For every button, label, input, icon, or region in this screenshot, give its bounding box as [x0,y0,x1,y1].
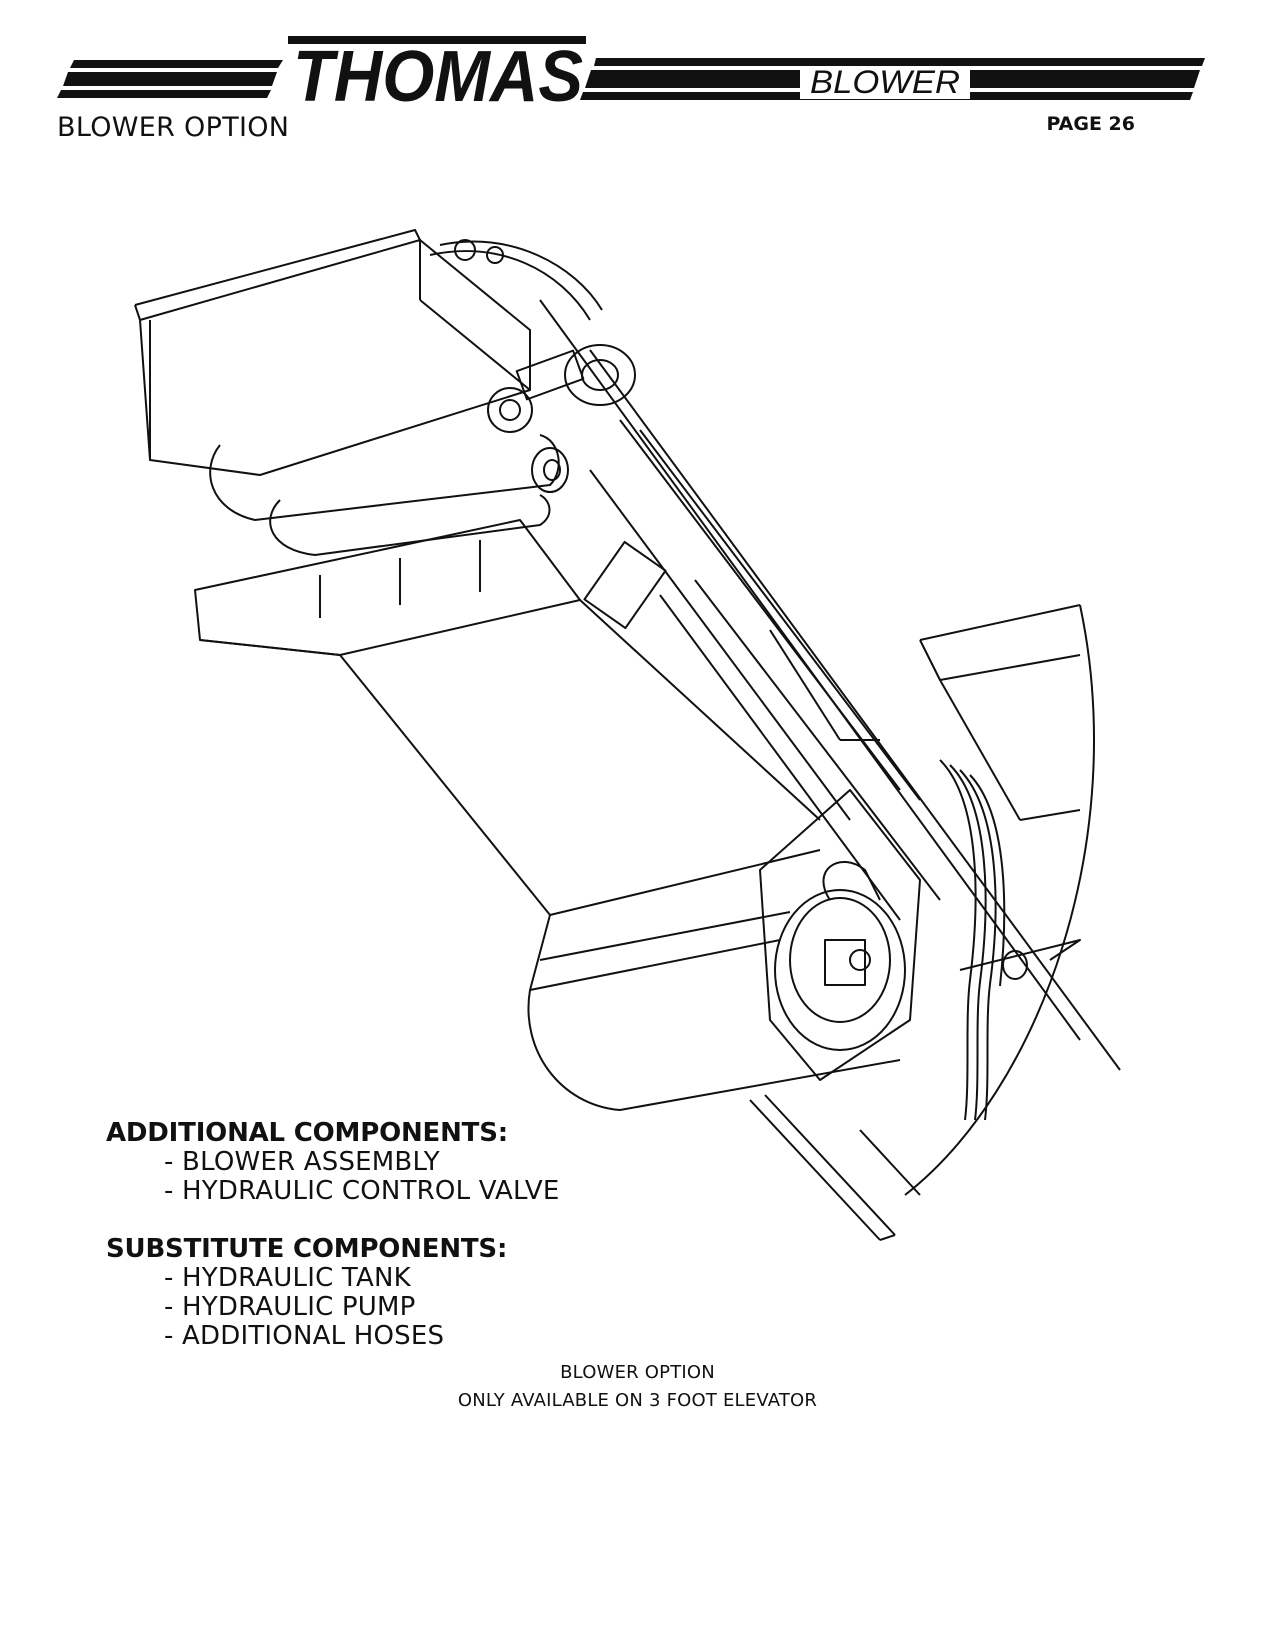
page-number: PAGE 26 [1046,113,1135,135]
additional-components-title: ADDITIONAL COMPONENTS: [106,1118,508,1148]
substitute-components: SUBSTITUTE COMPONENTS: - HYDRAULIC TANK … [106,1234,559,1351]
hopper-box [134,229,531,476]
hydraulic-motor [429,239,636,433]
caption-line-1: BLOWER OPTION [560,1362,715,1383]
logo-top-bar [288,36,586,44]
blower-assembly-illustration [134,229,1121,1241]
section-title: BLOWER OPTION [57,112,290,143]
discharge-chute [194,519,821,916]
elevator-frame [539,299,1121,1071]
lower-drum-housing [527,889,906,1111]
additional-components: ADDITIONAL COMPONENTS: - BLOWER ASSEMBLY… [106,1118,559,1206]
figure-caption: BLOWER OPTION ONLY AVAILABLE ON 3 FOOT E… [0,1359,1275,1415]
product-tag: BLOWER [810,64,960,100]
blower-unit [759,789,921,1081]
right-side-frame [919,604,1081,980]
substitute-components-title: SUBSTITUTE COMPONENTS: [106,1234,508,1264]
header-banner: THOMAS BLOWER [57,36,1205,117]
list-item: - HYDRAULIC CONTROL VALVE [164,1176,560,1206]
list-item: - ADDITIONAL HOSES [164,1321,445,1351]
list-item: - HYDRAULIC PUMP [164,1292,416,1322]
component-lists: ADDITIONAL COMPONENTS: - BLOWER ASSEMBLY… [106,1118,559,1379]
right-speed-stripes [580,58,1205,100]
hydraulic-hoses [939,759,1006,1121]
left-speed-stripes [57,60,283,98]
list-item: - HYDRAULIC TANK [164,1263,411,1293]
caption-line-2: ONLY AVAILABLE ON 3 FOOT ELEVATOR [457,1390,818,1411]
roller-drums [209,434,569,556]
list-item: - BLOWER ASSEMBLY [164,1147,440,1177]
brand-logo: THOMAS [293,37,583,117]
support-rails [749,1094,921,1241]
detail-crop-arc [904,604,1095,1196]
